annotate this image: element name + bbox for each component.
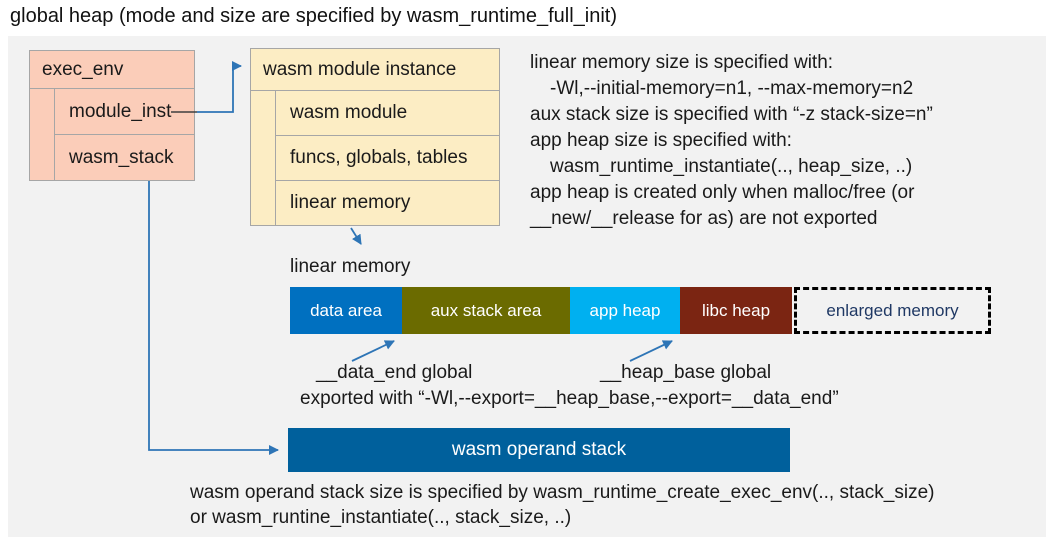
linear-memory-label: linear memory: [290, 256, 411, 277]
exec-env-box: exec_env module_inst wasm_stack: [29, 50, 195, 181]
operand-stack-caption: wasm operand stack size is specified by …: [190, 480, 935, 530]
note-line: app heap size is specified with:: [530, 130, 792, 151]
segment-app-heap: app heap: [570, 287, 680, 334]
exec-env-row-wasm-stack: wasm_stack: [54, 134, 194, 181]
instance-row-wasm-module: wasm module: [275, 90, 499, 136]
exec-env-header: exec_env: [30, 51, 194, 89]
note-line: aux stack size is specified with “-z sta…: [530, 104, 933, 125]
module-instance-header: wasm module instance: [251, 49, 499, 91]
diagram-title: global heap (mode and size are specified…: [10, 5, 617, 27]
segment-enlarged-memory: enlarged memory: [794, 287, 991, 334]
segment-aux-stack-area: aux stack area: [402, 287, 570, 334]
diagram-canvas: exec_env module_inst wasm_stack wasm mod…: [8, 36, 1046, 537]
note-line: app heap is created only when malloc/fre…: [530, 182, 915, 203]
note-line: linear memory size is specified with:: [530, 52, 834, 73]
export-flags-label: exported with “-Wl,--export=__heap_base,…: [300, 388, 839, 409]
exec-env-row-module-inst: module_inst: [54, 88, 194, 135]
instance-row-funcs-globals-tables: funcs, globals, tables: [275, 135, 499, 181]
linear-memory-bar: data area aux stack area app heap libc h…: [290, 287, 991, 334]
caption-line: wasm operand stack size is specified by …: [190, 482, 935, 503]
segment-libc-heap: libc heap: [680, 287, 792, 334]
segment-data-area: data area: [290, 287, 402, 334]
note-line: __new/__release for as) are not exported: [530, 208, 878, 229]
wasm-operand-stack-box: wasm operand stack: [288, 428, 790, 472]
instance-row-linear-memory: linear memory: [275, 180, 499, 226]
data-end-global-label: __data_end global: [316, 362, 473, 383]
linker-notes: linear memory size is specified with: -W…: [530, 50, 933, 232]
note-line: -Wl,--initial-memory=n1, --max-memory=n2: [550, 78, 914, 99]
note-line: wasm_runtime_instantiate(.., heap_size, …: [550, 156, 913, 177]
caption-line: or wasm_runtine_instantiate(.., stack_si…: [190, 507, 572, 528]
heap-base-global-label: __heap_base global: [600, 362, 772, 383]
module-instance-box: wasm module instance wasm module funcs, …: [250, 48, 500, 226]
